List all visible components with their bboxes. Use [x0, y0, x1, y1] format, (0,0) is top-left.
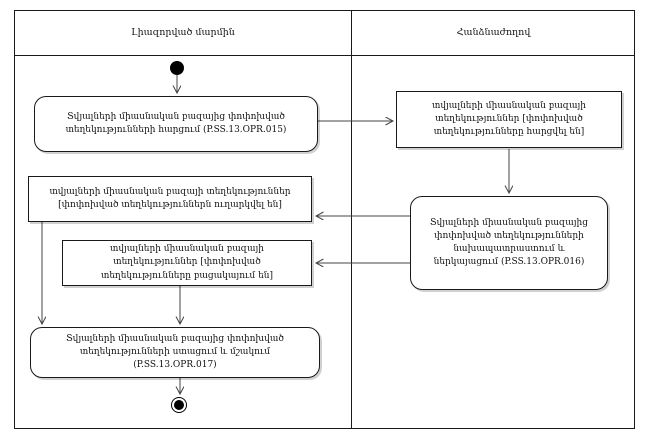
final-node-core	[174, 400, 184, 410]
diagram-frame	[14, 10, 635, 429]
header-rule	[14, 55, 635, 56]
action-node-query-label: Տվյալների միասնական բազայից փոփոխված տեղ…	[65, 111, 287, 135]
action-node-prepare-present-label: Տվյալների միասնական բազայից փոփոխված տեղ…	[429, 217, 589, 268]
action-node-query-changed-info: Տվյալների միասնական բազայից փոփոխված տեղ…	[34, 96, 318, 152]
action-node-receive-process-label: Տվյալների միասնական բազայից փոփոխված տեղ…	[66, 333, 284, 371]
action-node-prepare-present: Տվյալների միասնական բազայից փոփոխված տեղ…	[410, 196, 608, 290]
object-node-info-requested: տվյալների միասնական բազայի տեղեկությունն…	[396, 91, 622, 148]
action-node-receive-process: Տվյալների միասնական բազայից փոփոխված տեղ…	[30, 327, 320, 378]
initial-node	[170, 61, 184, 75]
object-node-info-requested-label: տվյալների միասնական բազայի տեղեկությունն…	[431, 100, 587, 138]
object-node-info-sent-label: տվյալների միասնական բազայի տեղեկությունն…	[49, 186, 291, 210]
object-node-info-absent-label: տվյալների միասնական բազայի տեղեկությունն…	[101, 244, 273, 281]
lane-header-authorized-body: Լիազորված մարմին	[15, 10, 351, 55]
lane-header-authorized-body-label: Լիազորված մարմին	[131, 27, 235, 38]
final-node	[171, 397, 187, 413]
lane-header-commission: Հանձնաժողով	[352, 10, 635, 55]
object-node-info-absent: տվյալների միասնական բազայի տեղեկությունն…	[62, 240, 312, 286]
lane-divider	[351, 10, 352, 429]
lane-header-commission-label: Հանձնաժողով	[456, 27, 531, 38]
object-node-info-sent: տվյալների միասնական բազայի տեղեկությունն…	[28, 176, 312, 222]
